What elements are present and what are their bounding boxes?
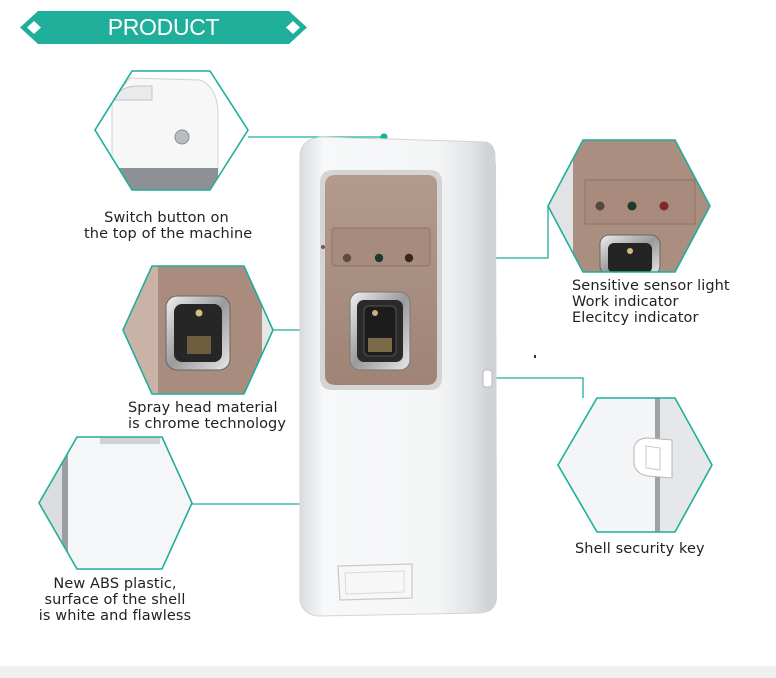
security-key-caption: Shell security key	[575, 541, 705, 557]
footer-strip	[0, 666, 776, 678]
sensor-light-caption: Sensitive sensor light Work indicator El…	[572, 278, 730, 326]
banner-left-ornament	[20, 11, 60, 44]
page-title: PRODUCT DETAILS	[60, 11, 267, 73]
spray-head-caption: Spray head material is chrome technology	[128, 400, 287, 432]
switch-button-caption: Switch button on the top of the machine	[84, 210, 253, 242]
abs-shell-caption: New ABS plastic, surface of the shell is…	[38, 576, 192, 624]
banner-right-ornament	[267, 11, 307, 44]
